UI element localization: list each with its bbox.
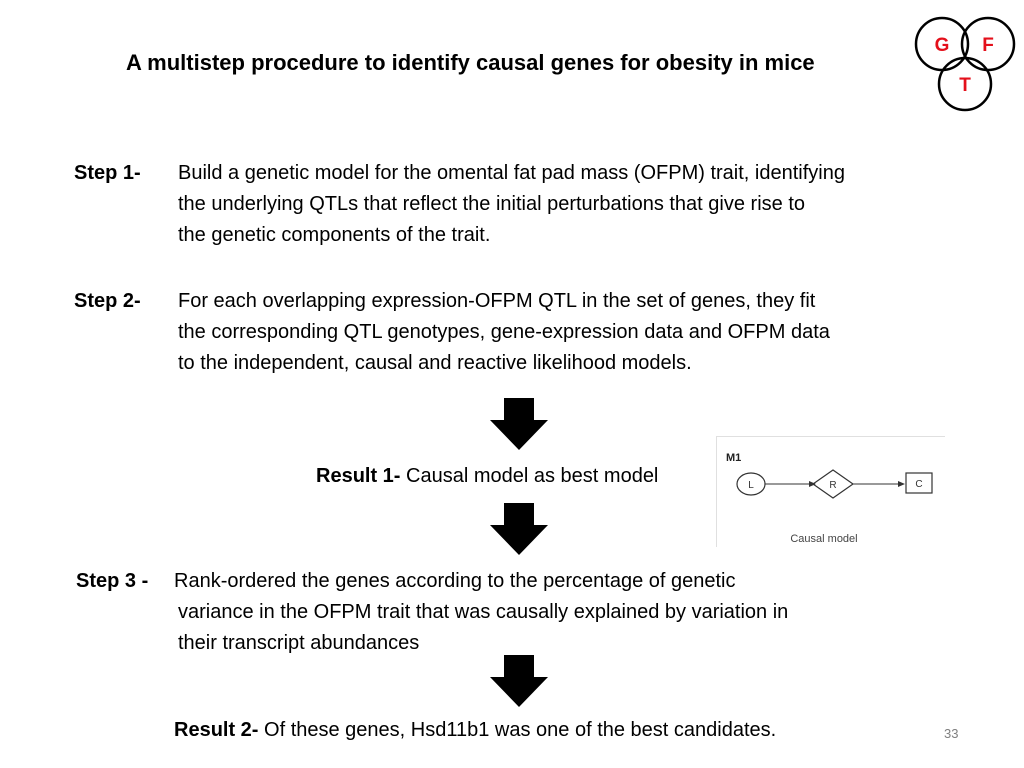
slide-title: A multistep procedure to identify causal…: [126, 50, 815, 75]
result1-text: Causal model as best model: [400, 465, 659, 487]
step1-text: Build a genetic model for the omental fa…: [178, 158, 845, 251]
figure-model-id: M1: [726, 452, 741, 464]
node-l-label: L: [748, 480, 754, 491]
result2: Result 2- Of these genes, Hsd11b1 was on…: [174, 719, 776, 742]
logo-letter-f: F: [982, 35, 994, 56]
result2-label: Result 2-: [174, 719, 259, 741]
logo-letter-g: G: [935, 35, 950, 56]
step2-text: For each overlapping expression-OFPM QTL…: [178, 286, 830, 379]
result1: Result 1- Causal model as best model: [316, 465, 658, 488]
step1-label: Step 1-: [74, 162, 141, 184]
node-c-label: C: [915, 479, 922, 490]
step2-line: For each overlapping expression-OFPM QTL…: [178, 290, 816, 312]
step3-line: their transcript abundances: [178, 632, 420, 654]
step2-line: the corresponding QTL genotypes, gene-ex…: [178, 321, 830, 343]
step1-line: the underlying QTLs that reflect the ini…: [178, 193, 806, 215]
logo-letter-t: T: [959, 75, 971, 96]
result2-text: Of these genes, Hsd11b1 was one of the b…: [258, 719, 777, 741]
gft-logo: G F T: [912, 12, 1020, 116]
step1-line: the genetic components of the trait.: [178, 224, 491, 246]
page-number: 33: [944, 726, 959, 741]
down-arrow-icon: [490, 655, 548, 707]
step1-line: Build a genetic model for the omental fa…: [178, 162, 845, 184]
step2-label: Step 2-: [74, 290, 141, 312]
down-arrow-icon: [490, 503, 548, 555]
step3-line: Rank-ordered the genes according to the …: [174, 570, 736, 592]
step3-text: Rank-ordered the genes according to the …: [174, 566, 788, 659]
figure-caption: Causal model: [790, 533, 857, 545]
node-r-label: R: [829, 480, 836, 491]
step2-line: to the independent, causal and reactive …: [178, 352, 692, 374]
node-c-shape: [905, 472, 933, 494]
step3-label: Step 3 -: [76, 570, 149, 592]
gft-logo-graphic: G F T: [914, 16, 1016, 112]
causal-model-figure: M1 L R C Causal model: [716, 436, 945, 547]
node-r-shape: [811, 469, 855, 499]
result1-label: Result 1-: [316, 465, 401, 487]
step3-line: variance in the OFPM trait that was caus…: [178, 601, 789, 623]
down-arrow-icon: [490, 398, 548, 450]
